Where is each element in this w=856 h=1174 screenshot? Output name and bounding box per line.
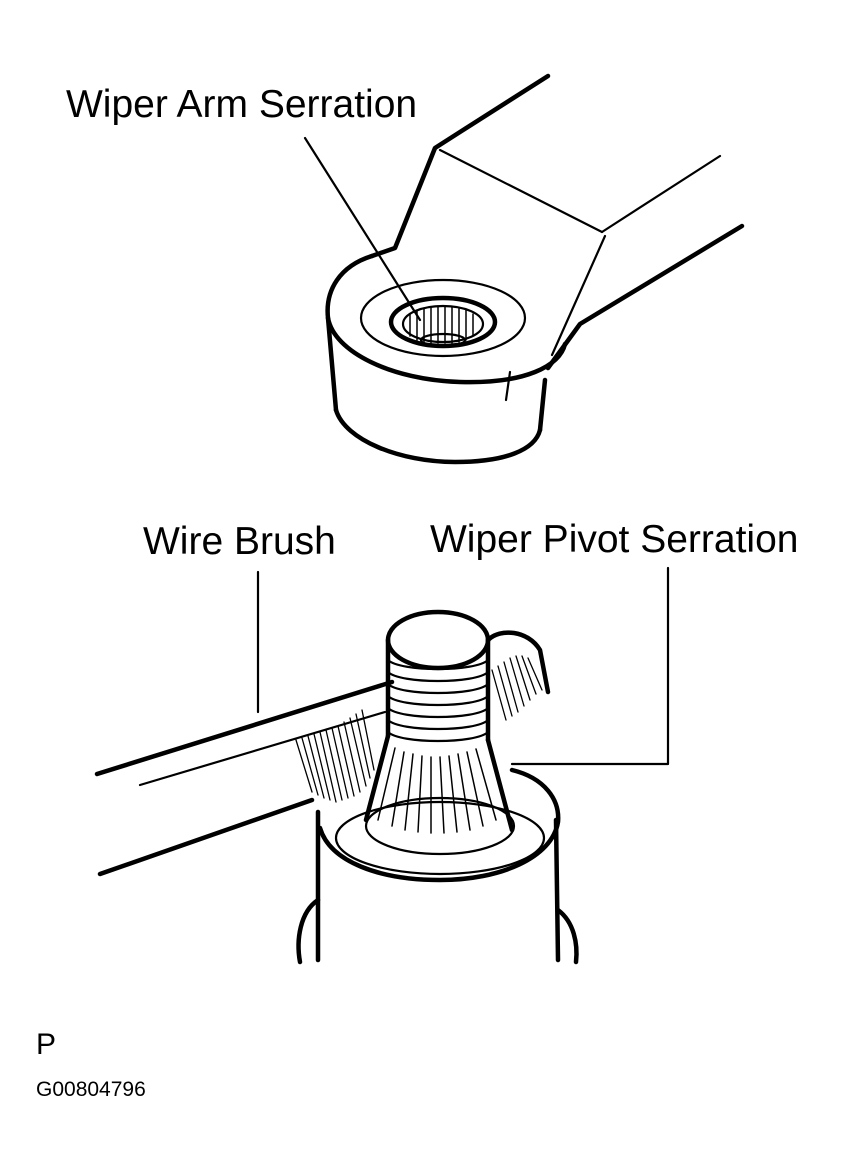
pivot-serration-teeth xyxy=(377,747,497,834)
wire-brush-illustration xyxy=(94,630,551,877)
wiper-arm-illustration xyxy=(303,73,745,465)
figure-code-label: G00804796 xyxy=(36,1078,146,1101)
brush-bristles xyxy=(295,655,543,803)
arm-serration-teeth xyxy=(409,305,474,344)
pivot-serration-leader xyxy=(510,566,670,766)
wire-brush-label: Wire Brush xyxy=(143,520,336,563)
pivot-threads xyxy=(386,658,490,743)
wiper-arm-serration-label: Wiper Arm Serration xyxy=(66,83,417,126)
wiper-pivot-serration-label: Wiper Pivot Serration xyxy=(430,518,798,561)
view-marker-label: P xyxy=(36,1028,56,1061)
wiper-pivot-illustration xyxy=(256,566,670,965)
arm-serration-leader xyxy=(303,136,422,322)
